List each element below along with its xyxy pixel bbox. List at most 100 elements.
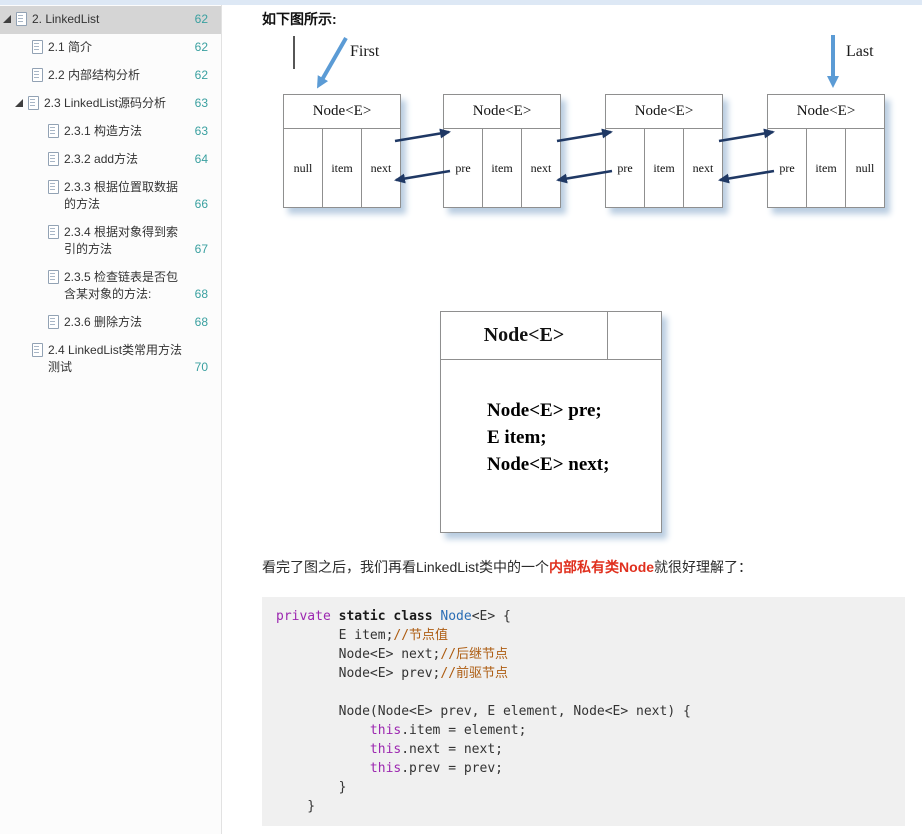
- code-token: .item = element;: [401, 723, 527, 738]
- code-token: }: [276, 780, 347, 795]
- node-class-diagram: Node<E> Node<E> pre; E item; Node<E> nex…: [440, 311, 662, 533]
- toc-page-number: 63: [194, 124, 208, 138]
- toc-item-2-1[interactable]: 2.1 简介 62: [0, 34, 221, 62]
- toc-item-2-3[interactable]: 2.3 LinkedList源码分析 63: [0, 90, 221, 118]
- node-box-first: Node<E> null item next: [283, 94, 401, 208]
- node-class-title: Node<E>: [441, 312, 608, 359]
- toc-page-number: 67: [194, 242, 208, 256]
- prev-arrow-1: [394, 169, 451, 184]
- node-box-3: Node<E> pre item next: [605, 94, 723, 208]
- code-token: static class: [338, 609, 433, 624]
- node-cell: item: [644, 129, 683, 207]
- bookmark-icon: [28, 96, 39, 110]
- expander-icon[interactable]: [15, 99, 23, 107]
- bookmark-icon: [48, 180, 59, 194]
- intro-text: 如下图所示:: [262, 11, 337, 27]
- node-cell: next: [521, 129, 560, 207]
- node-title: Node<E>: [444, 95, 560, 129]
- code-line: this.item = element;: [276, 721, 891, 740]
- toc-label: 2.3.6 删除方法: [64, 315, 143, 329]
- bookmarks-panel: 2. LinkedList 62 2.1 简介 62 2.2 内部结构分析 62…: [0, 0, 222, 834]
- explanation-paragraph: 看完了图之后，我们再看LinkedList类中的一个内部私有类Node就很好理解…: [262, 557, 905, 577]
- paragraph-text: 就很好理解了：: [654, 559, 753, 575]
- code-line: this.next = next;: [276, 740, 891, 759]
- node-cell: null: [293, 160, 313, 175]
- toc-item-2-3-1[interactable]: 2.3.1 构造方法 63: [0, 118, 221, 146]
- code-line: }: [276, 797, 891, 816]
- paragraph-text: 看完了图之后，我们再看LinkedList类中的一个: [262, 559, 550, 575]
- node-cell: pre: [779, 160, 795, 175]
- toc-item-2-3-2[interactable]: 2.3.2 add方法 64: [0, 146, 221, 174]
- node-title: Node<E>: [606, 95, 722, 129]
- bookmark-icon: [32, 40, 43, 54]
- toc-page-number: 62: [194, 68, 208, 82]
- toc-item-2-3-5[interactable]: 2.3.5 检查链表是否包含某对象的方法: 68: [0, 264, 221, 309]
- linkedlist-diagram: Node<E> null item next Node<E> pre item …: [262, 31, 905, 246]
- bookmark-icon: [32, 343, 43, 357]
- field-line: Node<E> pre;: [487, 400, 602, 421]
- code-token: [276, 742, 370, 757]
- toc-label: 2.3.2 add方法: [64, 152, 139, 166]
- next-arrow-1: [394, 128, 451, 143]
- node-box-last: Node<E> pre item null: [767, 94, 885, 208]
- toc-label: 2.2 内部结构分析: [48, 68, 141, 82]
- code-token: }: [276, 799, 316, 814]
- code-token: //节点值: [393, 628, 449, 643]
- toc-item-2-linkedlist[interactable]: 2. LinkedList 62: [0, 6, 221, 34]
- code-line: Node<E> prev;//前驱节点: [276, 664, 891, 683]
- node-cell: pre: [455, 160, 471, 175]
- toc-page-number: 70: [194, 360, 208, 374]
- toc-item-2-3-3[interactable]: 2.3.3 根据位置取数据的方法 66: [0, 174, 221, 219]
- toc-item-2-3-4[interactable]: 2.3.4 根据对象得到索引的方法 67: [0, 219, 221, 264]
- node-cell: item: [806, 129, 845, 207]
- window-top-strip: [0, 0, 922, 5]
- node-cell: item: [322, 129, 361, 207]
- toc-page-number: 62: [194, 40, 208, 54]
- toc-item-2-2[interactable]: 2.2 内部结构分析 62: [0, 62, 221, 90]
- toc-label: 2.3 LinkedList源码分析: [44, 96, 167, 110]
- node-cell: item: [482, 129, 521, 207]
- toc-item-2-3-6[interactable]: 2.3.6 删除方法 68: [0, 309, 221, 337]
- first-pointer-arrow: [317, 37, 348, 89]
- toc-label: 2. LinkedList: [32, 12, 100, 26]
- bookmark-icon: [48, 315, 59, 329]
- node-cell: next: [683, 129, 722, 207]
- toc-label: 2.3.5 检查链表是否包含某对象的方法:: [64, 270, 179, 301]
- toc-page-number: 68: [194, 315, 208, 329]
- code-token: this: [369, 761, 402, 776]
- node-class-fields: Node<E> pre; E item; Node<E> next;: [441, 360, 661, 478]
- code-token: this: [369, 723, 402, 738]
- code-token: Node<E> next;: [276, 647, 441, 662]
- code-token: Node<E> prev;: [276, 666, 441, 681]
- paragraph-highlight: 内部私有类Node: [549, 559, 655, 575]
- toc-label: 2.3.3 根据位置取数据的方法: [64, 180, 179, 211]
- field-line: Node<E> next;: [487, 454, 610, 475]
- code-token: <E> {: [471, 609, 511, 624]
- next-arrow-2: [556, 128, 613, 143]
- node-class-header: Node<E>: [441, 312, 661, 360]
- prev-arrow-2: [556, 169, 613, 184]
- code-token: //后继节点: [440, 647, 509, 662]
- code-token: [331, 609, 339, 624]
- node-cell: null: [845, 129, 884, 207]
- code-token: [276, 761, 370, 776]
- bookmark-icon: [48, 124, 59, 138]
- toc-item-2-4[interactable]: 2.4 LinkedList类常用方法测试 70: [0, 337, 221, 382]
- toc-label: 2.4 LinkedList类常用方法测试: [48, 343, 183, 374]
- bookmark-icon: [48, 270, 59, 284]
- code-token: .prev = prev;: [401, 761, 503, 776]
- expander-icon[interactable]: [3, 15, 11, 23]
- toc-label: 2.3.1 构造方法: [64, 124, 143, 138]
- node-title: Node<E>: [768, 95, 884, 129]
- next-arrow-3: [718, 128, 775, 143]
- toc-page-number: 66: [194, 197, 208, 211]
- toc-page-number: 63: [194, 96, 208, 110]
- toc-label: 2.3.4 根据对象得到索引的方法: [64, 225, 179, 256]
- toc-page-number: 68: [194, 287, 208, 301]
- node-cell: pre: [617, 160, 633, 175]
- first-pointer-label: First: [350, 43, 380, 60]
- bookmark-icon: [32, 68, 43, 82]
- code-token: E item;: [276, 628, 394, 643]
- toc-page-number: 62: [194, 12, 208, 26]
